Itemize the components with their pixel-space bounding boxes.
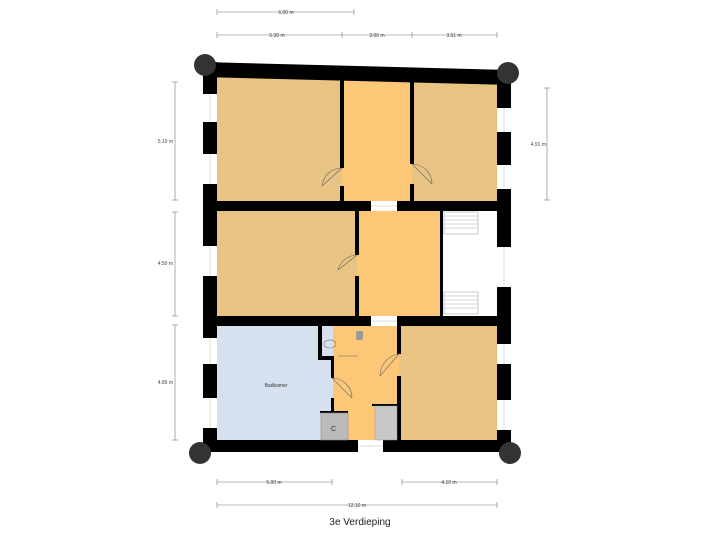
dim-left-mid: 4.50 m	[158, 261, 173, 267]
shower-icon	[320, 412, 349, 441]
hall-middle	[357, 211, 442, 316]
corner-column-top-left	[194, 54, 216, 76]
room-top-left	[217, 77, 342, 201]
window-lines	[209, 94, 505, 447]
dim-top-overall: 6.00 m	[278, 10, 293, 16]
dim-left-top: 5.10 m	[158, 139, 173, 145]
washer-icon	[374, 405, 398, 441]
hall-top-middle	[342, 80, 412, 201]
room-middle-left	[217, 211, 357, 316]
door-swings	[321, 163, 433, 399]
floor-title: 3e Verdieping	[329, 517, 391, 528]
corner-column-bottom-right	[499, 442, 521, 464]
shower-drain-icon: C	[331, 426, 336, 433]
stairs-upper	[443, 211, 479, 235]
corner-column-top-right	[497, 62, 519, 84]
dimension-lines	[172, 9, 550, 508]
dim-bottom-right: 4.10 m	[441, 480, 456, 486]
dim-top-left: 5.30 m	[269, 33, 284, 39]
sink-icon	[323, 339, 337, 349]
dim-left-bottom: 4.89 m	[158, 380, 173, 386]
toilet-icon	[356, 331, 363, 340]
dim-bottom-overall: 12.10 m	[348, 503, 366, 509]
room-bottom-right	[399, 326, 497, 441]
room-label-bathroom: Badkamer	[265, 383, 288, 389]
dim-top-right: 3.51 m	[446, 33, 461, 39]
dim-right-top: 4.91 m	[531, 142, 546, 148]
room-top-right	[412, 82, 497, 201]
bathroom	[217, 326, 333, 441]
corner-column-bottom-left	[189, 442, 211, 464]
dim-bottom-left: 5.00 m	[266, 480, 281, 486]
stairs-lower	[443, 291, 479, 315]
dim-top-mid: 3.00 m	[369, 33, 384, 39]
stairwell	[442, 211, 497, 316]
